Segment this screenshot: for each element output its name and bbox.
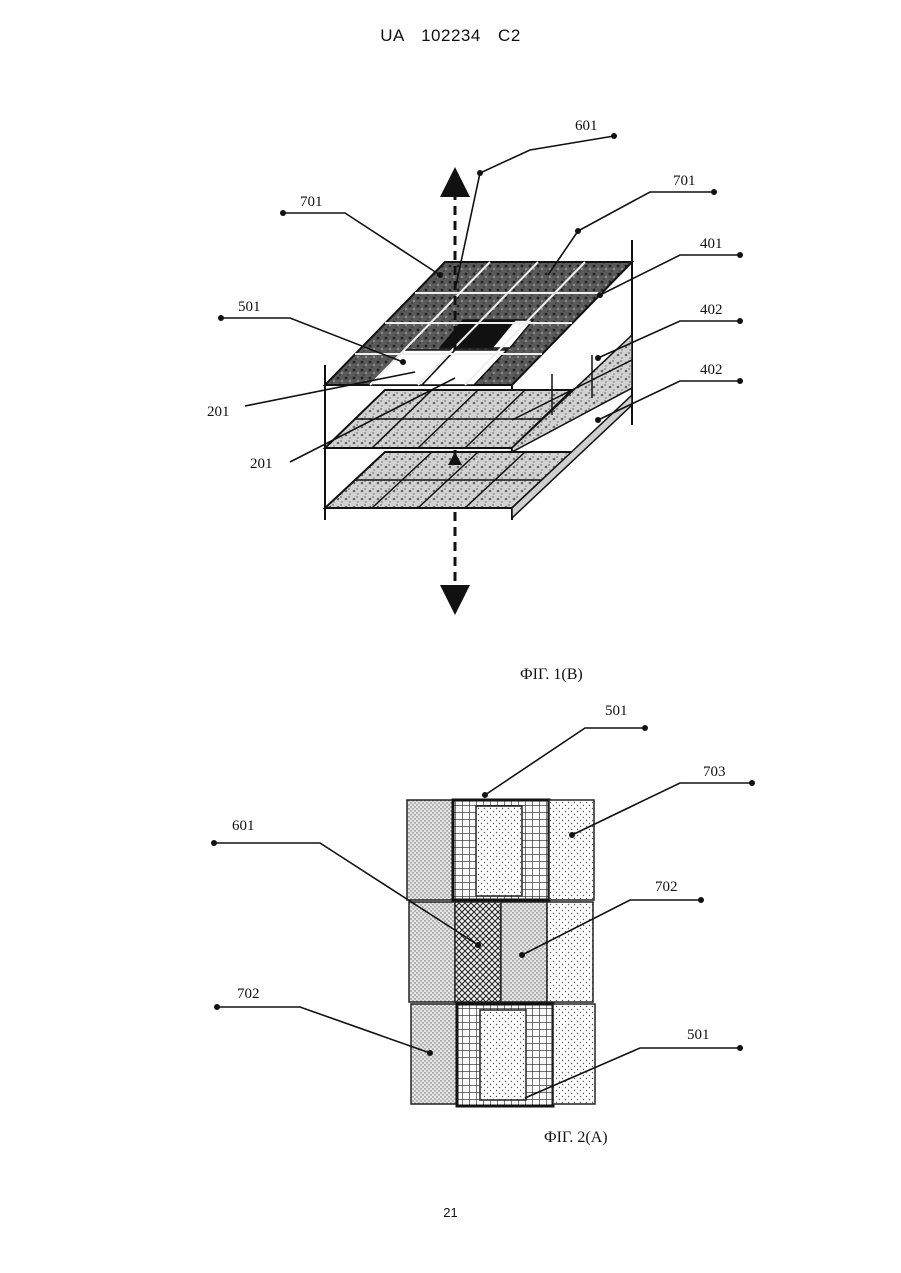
label-201-lower: 201 bbox=[250, 456, 273, 472]
label-501: 501 bbox=[238, 299, 261, 315]
label-402-top: 402 bbox=[700, 302, 723, 318]
figure-2a-drawing bbox=[407, 800, 595, 1106]
label-601: 601 bbox=[575, 118, 598, 134]
label-201-upper: 201 bbox=[207, 404, 230, 420]
label-701-right: 701 bbox=[673, 173, 696, 189]
figure-2a-caption: ФІГ. 2(А) bbox=[544, 1129, 608, 1147]
label-702-right: 702 bbox=[655, 879, 678, 895]
label-702-left: 702 bbox=[237, 986, 260, 1002]
label-501-top: 501 bbox=[605, 703, 628, 719]
label-401: 401 bbox=[700, 236, 723, 252]
label-601: 601 bbox=[232, 818, 255, 834]
figure-1b-caption: ФІГ. 1(В) bbox=[520, 666, 583, 684]
label-501-bottom: 501 bbox=[687, 1027, 710, 1043]
label-402-bottom: 402 bbox=[700, 362, 723, 378]
label-701-left: 701 bbox=[300, 194, 323, 210]
figure-1b-drawing bbox=[325, 182, 632, 600]
page-number: 21 bbox=[0, 1205, 901, 1220]
label-703: 703 bbox=[703, 764, 726, 780]
